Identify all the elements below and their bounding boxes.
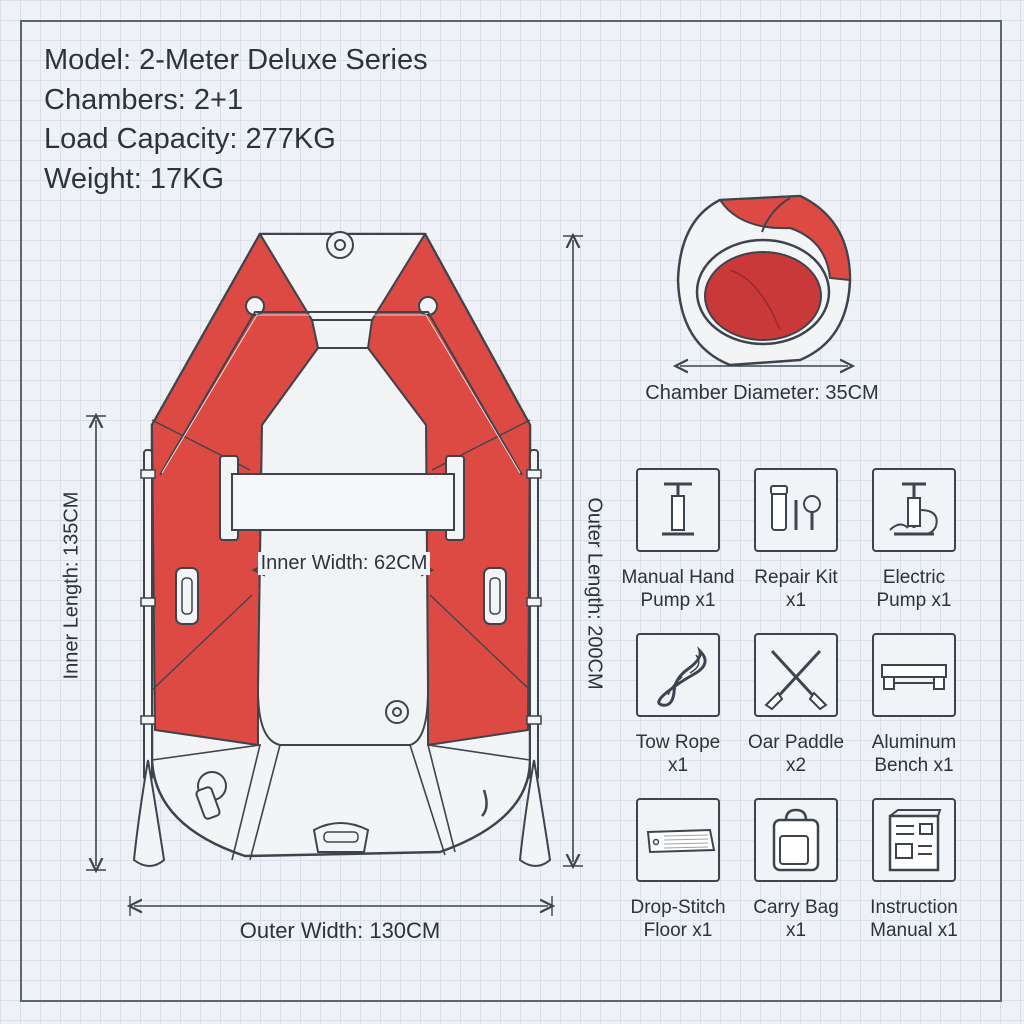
floor-panel [256,347,430,746]
right-oar [518,449,552,867]
accessory-label-line1: Carry Bag [753,897,839,918]
accessory-label-line2: Pump x1 [640,590,716,611]
chamber-cross-section [650,194,890,380]
outer-length-label: Outer Length: 200CM [583,497,606,690]
accessory-label-line1: Manual Hand [621,567,735,588]
accessory-label-line2: x2 [785,755,807,776]
oar-paddle-icon [764,649,828,711]
accessory-tile [754,798,838,882]
accessory-tile [872,633,956,717]
chamber-diameter-label: Chamber Diameter: 35CM [645,382,879,404]
sheet-frame [20,20,1002,1002]
outer-width-label: Outer Width: 130CM [239,918,441,943]
grab-rope [159,311,523,476]
carry-bag-icon [772,808,820,872]
tow-rope-icon [657,646,707,707]
aluminum-bench-icon [881,664,947,690]
hand-pump-icon [662,482,694,536]
accessory-label-line1: Instruction [870,897,958,918]
accessory-label-line1: Electric [882,567,946,588]
instruction-manual-icon [888,809,942,872]
accessory-label-line2: Manual x1 [870,920,958,941]
spec-load-capacity: Load Capacity: 277KG [44,123,336,155]
accessory-label-line1: Oar Paddle [747,732,845,753]
outer-width-dimension [130,896,552,916]
accessory-label-line2: Bench x1 [874,755,954,776]
accessory-label-line1: Aluminum [871,732,957,753]
accessory-label-line2: Floor x1 [643,920,713,941]
accessory-tile [636,633,720,717]
spec-weight: Weight: 17KG [44,163,225,195]
boat-hull [150,232,532,861]
accessory-label-line1: Drop-Stitch [630,897,726,918]
accessory-tile [754,633,838,717]
accessory-tile [872,798,956,882]
inner-width-label: Inner Width: 62CM [258,552,430,575]
spec-chambers: Chambers: 2+1 [44,84,244,116]
drop-stitch-floor-icon [646,828,716,854]
stern-handle [312,822,370,853]
aluminum-bench [219,455,465,541]
accessory-label-line2: x1 [785,590,807,611]
accessory-label-line2: Pump x1 [876,590,952,611]
accessory-label-line1: Repair Kit [754,567,838,588]
accessory-label-line2: x1 [667,755,689,776]
inner-length-label: Inner Length: 135CM [60,491,83,680]
repair-kit-icon [770,485,821,531]
stern-valve-icon [195,771,227,820]
accessory-label-line2: x1 [785,920,807,941]
accessory-tile [754,468,838,552]
accessory-tile [636,798,720,882]
left-oar [132,449,166,867]
boat-diagram [86,231,583,916]
electric-pump-icon [889,482,938,536]
inner-length-dimension [86,416,106,870]
bow-valve-icon [326,231,354,259]
outer-length-dimension [563,236,583,866]
accessory-label-line1: Tow Rope [635,732,721,753]
spec-model: Model: 2-Meter Deluxe Series [44,44,428,76]
accessory-tile [872,468,956,552]
accessory-tile [636,468,720,552]
